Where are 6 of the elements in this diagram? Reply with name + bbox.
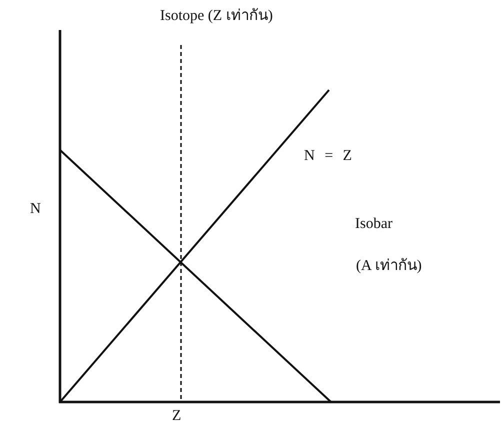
line-label: Isobar: [355, 216, 392, 232]
line-label: N = Z: [304, 148, 352, 164]
axis-label: N: [30, 201, 41, 218]
line-label: (A เท่ากัน): [356, 258, 422, 274]
axis-label: Isotope (Z เท่ากัน): [160, 8, 273, 24]
axis-label: Z: [172, 408, 182, 424]
